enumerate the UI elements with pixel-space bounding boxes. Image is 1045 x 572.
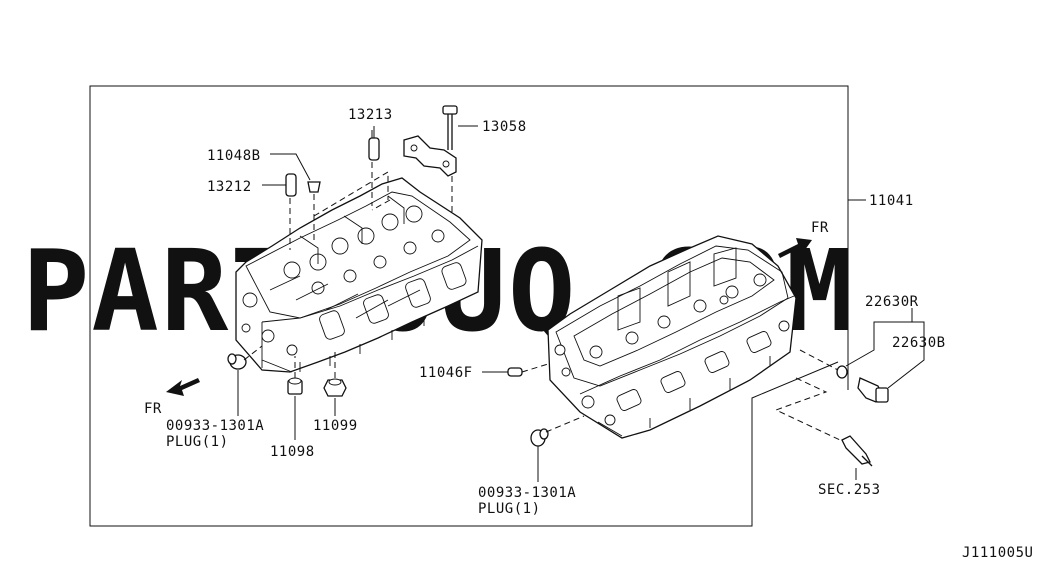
nut-11099 <box>323 352 347 397</box>
guide-left-head <box>289 162 453 250</box>
label-plug-right-code: 00933-1301A <box>478 485 576 501</box>
label-11099: 11099 <box>313 418 358 434</box>
dowel-11046f <box>507 363 549 377</box>
label-11041: 11041 <box>869 193 914 209</box>
cylinder-head-left <box>235 177 483 373</box>
washer-11098 <box>287 356 303 395</box>
label-11098: 11098 <box>270 444 315 460</box>
fr-arrow-right-icon <box>778 238 812 258</box>
sensor-sec253 <box>774 377 873 467</box>
sensor-22630b <box>799 349 889 403</box>
label-fr-right: FR <box>811 220 829 236</box>
assembly-frame <box>89 85 849 527</box>
label-11046f: 11046F <box>419 365 473 381</box>
label-11048b: 11048B <box>207 148 261 164</box>
leader-lines <box>237 125 925 482</box>
bracket-13058 <box>403 105 458 177</box>
label-sec253: SEC.253 <box>818 482 881 498</box>
label-13212: 13212 <box>207 179 252 195</box>
plug-left <box>227 345 263 370</box>
label-13058: 13058 <box>482 119 527 135</box>
dowel-13212 <box>285 173 297 197</box>
plug-right <box>530 415 585 447</box>
diagram-id: J111005U <box>962 545 1033 561</box>
cylinder-head-right <box>547 235 797 439</box>
label-22630b: 22630B <box>892 335 946 351</box>
label-plug-right-desc: PLUG(1) <box>478 501 541 517</box>
label-plug-left-desc: PLUG(1) <box>166 434 229 450</box>
label-22630r: 22630R <box>865 294 919 310</box>
label-13213: 13213 <box>348 107 393 123</box>
label-plug-left-code: 00933-1301A <box>166 418 264 434</box>
fr-arrow-left-icon <box>166 378 200 396</box>
seal-11048b <box>307 181 321 193</box>
label-fr-left: FR <box>144 401 162 417</box>
